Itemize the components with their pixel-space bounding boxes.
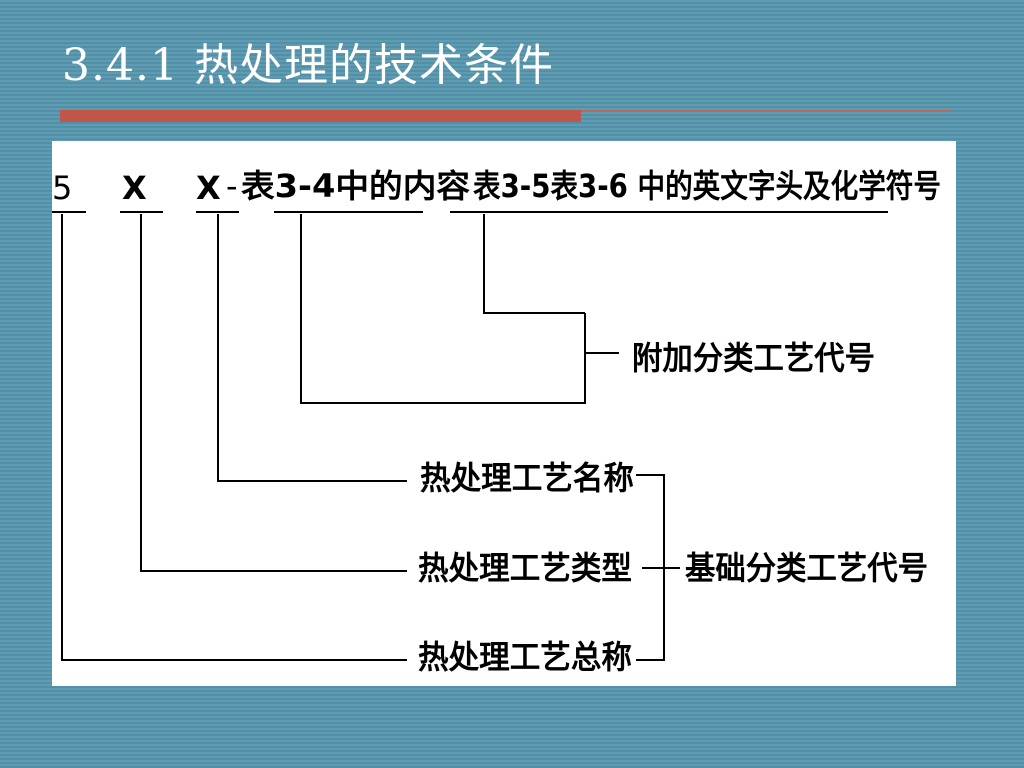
header-text-table-3-5-3-6: 表3-5表3-6 中的英文字头及化学符号 bbox=[473, 167, 941, 205]
connector-digit bbox=[61, 214, 407, 661]
label-additional-code: 附加分类工艺代号 bbox=[632, 339, 875, 377]
connector-header-b bbox=[483, 214, 585, 314]
header-text-table-3-4: 表3-4中的内容 bbox=[241, 167, 470, 205]
code-x-first: X bbox=[122, 169, 147, 207]
label-process-name: 热处理工艺名称 bbox=[420, 459, 634, 497]
code-digit-5: 5 bbox=[52, 169, 72, 207]
label-process-general: 热处理工艺总称 bbox=[418, 638, 632, 676]
slide-title: 3.4.1 热处理的技术条件 bbox=[62, 40, 554, 91]
connector-x-second bbox=[217, 214, 407, 482]
label-process-type: 热处理工艺类型 bbox=[418, 549, 632, 587]
title-accent-bar bbox=[60, 110, 581, 122]
diagram-panel: 5 X X - 表3-4中的内容 表3-5表3-6 中的英文字头及化学符号 附加… bbox=[52, 141, 956, 686]
label-basic-code: 基础分类工艺代号 bbox=[685, 549, 928, 587]
connector-x-first bbox=[140, 214, 407, 572]
title-underline-thin bbox=[580, 110, 952, 112]
code-diagram: 5 X X - 表3-4中的内容 表3-5表3-6 中的英文字头及化学符号 附加… bbox=[52, 167, 941, 676]
connector-header-a bbox=[300, 214, 586, 404]
code-x-second: X bbox=[196, 169, 221, 207]
code-dash: - bbox=[226, 167, 238, 205]
